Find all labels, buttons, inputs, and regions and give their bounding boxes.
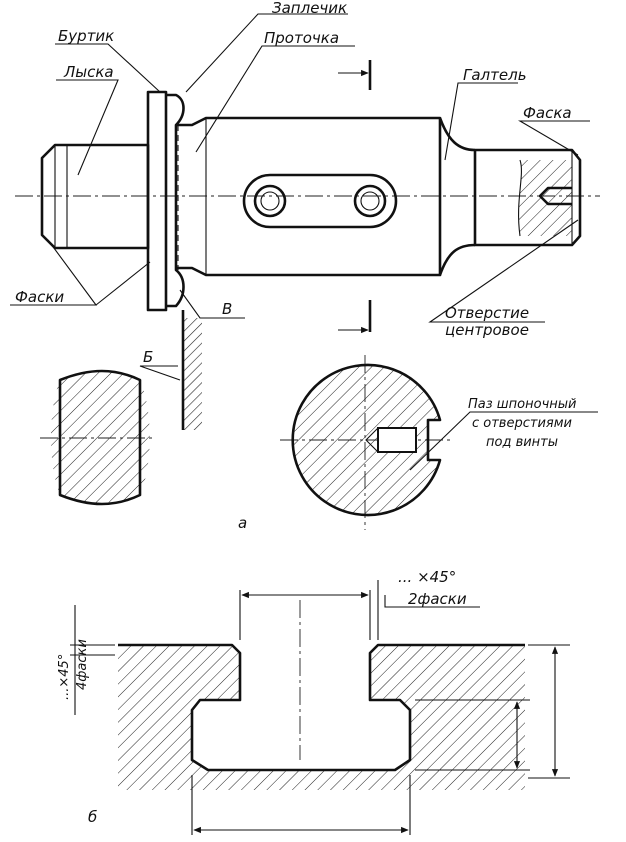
- shaft-fillet: [438, 117, 476, 276]
- t-slot-drawing: [70, 580, 570, 835]
- label-protochka: Проточка: [264, 29, 339, 47]
- label-zaplechik: Заплечик: [272, 0, 347, 17]
- label-chamfer-top-2: 2фаски: [408, 590, 467, 608]
- label-chamfer-top-1: ... ×45°: [398, 568, 456, 586]
- shaft-shoulder: [166, 93, 185, 308]
- label-galtel: Галтель: [463, 66, 527, 84]
- label-otverstie-2: центровое: [445, 321, 529, 339]
- label-paz-1: Паз шпоночный: [468, 397, 576, 412]
- label-fig-b: б: [88, 808, 97, 826]
- shaft-drawing: [15, 60, 600, 430]
- label-lyska: Лыска: [63, 63, 114, 81]
- label-b: Б: [143, 348, 153, 366]
- label-fig-a: а: [238, 514, 247, 532]
- label-chamfer-left-1: ...×45°: [57, 654, 72, 700]
- center-hole: [538, 186, 572, 206]
- label-v: В: [222, 300, 232, 318]
- leader-lines: [10, 13, 598, 471]
- label-faska: Фаска: [523, 104, 572, 122]
- shaft-collar: [146, 90, 168, 312]
- shaft-main-body: [176, 116, 442, 277]
- shaft-left-end: [40, 143, 150, 250]
- section-keyway: [280, 355, 450, 530]
- t-slot-profile: [118, 643, 525, 772]
- label-chamfer-left-2: 4фаски: [75, 639, 90, 690]
- keyway-slot: [242, 173, 398, 229]
- label-burtik: Буртик: [58, 27, 114, 45]
- label-faski: Фаски: [15, 288, 64, 306]
- label-otverstie-1: Отверстие: [445, 304, 529, 322]
- label-paz-3: под винты: [486, 435, 558, 450]
- label-paz-2: с отверстиями: [472, 416, 572, 431]
- section-flat: [40, 369, 152, 506]
